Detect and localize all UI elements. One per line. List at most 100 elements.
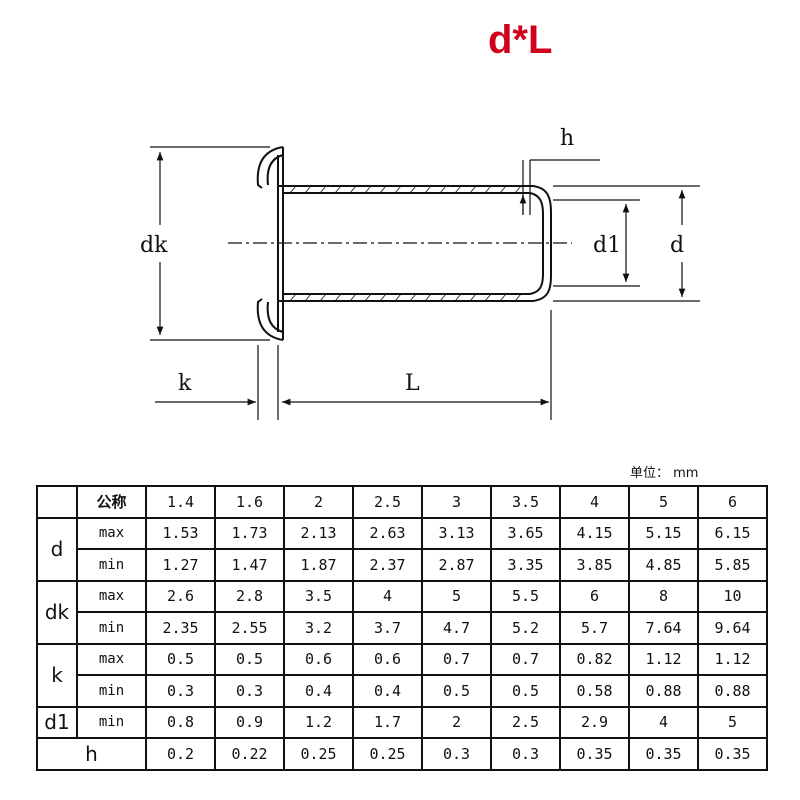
dk-dimension — [150, 146, 270, 341]
sub-label: max — [76, 516, 147, 550]
d1-label: d1 — [593, 233, 621, 258]
sub-label: min — [76, 674, 147, 708]
value-cell: 0.58 — [559, 674, 630, 708]
value-cell: 9.64 — [697, 611, 768, 645]
value-cell: 3.2 — [283, 611, 354, 645]
page-title: d*L — [488, 18, 553, 62]
sub-label: min — [76, 548, 147, 582]
value-cell: 0.5 — [145, 642, 216, 676]
value-cell: 1.53 — [145, 516, 216, 550]
param-label-d1: d1 — [36, 705, 78, 739]
value-cell: 0.3 — [421, 737, 492, 771]
value-cell: 0.6 — [283, 642, 354, 676]
param-label-dk: dk — [36, 579, 78, 645]
value-cell: 5 — [421, 579, 492, 613]
value-cell: 1.27 — [145, 548, 216, 582]
nominal-size-cell: 6 — [697, 485, 768, 519]
k-l-dimension — [155, 310, 552, 420]
rivet-technical-drawing: dk d1 d h k L — [140, 126, 700, 420]
value-cell: 0.7 — [490, 642, 561, 676]
value-cell: 0.7 — [421, 642, 492, 676]
d1-dimension — [553, 199, 640, 287]
value-cell: 0.88 — [628, 674, 699, 708]
value-cell: 2.37 — [352, 548, 423, 582]
d-label: d — [670, 233, 684, 258]
value-cell: 4 — [628, 705, 699, 739]
rivet-body — [256, 146, 552, 341]
L-label: L — [405, 371, 420, 396]
nominal-size-cell: 5 — [628, 485, 699, 519]
value-cell: 5.2 — [490, 611, 561, 645]
value-cell: 3.65 — [490, 516, 561, 550]
value-cell: 1.7 — [352, 705, 423, 739]
sub-label: min — [76, 611, 147, 645]
value-cell: 0.9 — [214, 705, 285, 739]
value-cell: 1.87 — [283, 548, 354, 582]
value-cell: 0.8 — [145, 705, 216, 739]
value-cell: 2.8 — [214, 579, 285, 613]
value-cell: 3.5 — [283, 579, 354, 613]
value-cell: 2 — [421, 705, 492, 739]
value-cell: 0.82 — [559, 642, 630, 676]
value-cell: 3.85 — [559, 548, 630, 582]
sub-label: max — [76, 579, 147, 613]
value-cell: 0.35 — [628, 737, 699, 771]
value-cell: 3.7 — [352, 611, 423, 645]
value-cell: 5.7 — [559, 611, 630, 645]
value-cell: 2.5 — [490, 705, 561, 739]
nominal-header: 公称 — [76, 485, 147, 519]
param-label-d: d — [36, 516, 78, 582]
value-cell: 0.22 — [214, 737, 285, 771]
value-cell: 0.4 — [352, 674, 423, 708]
value-cell: 0.6 — [352, 642, 423, 676]
nominal-size-cell: 3 — [421, 485, 492, 519]
value-cell: 0.25 — [283, 737, 354, 771]
value-cell: 6.15 — [697, 516, 768, 550]
value-cell: 2.87 — [421, 548, 492, 582]
value-cell: 4 — [352, 579, 423, 613]
value-cell: 8 — [628, 579, 699, 613]
wall-hatch — [289, 185, 522, 302]
value-cell: 3.13 — [421, 516, 492, 550]
nominal-size-cell: 1.4 — [145, 485, 216, 519]
value-cell: 5.15 — [628, 516, 699, 550]
nominal-size-cell: 4 — [559, 485, 630, 519]
sub-label: min — [76, 705, 147, 739]
value-cell: 0.3 — [490, 737, 561, 771]
value-cell: 1.12 — [697, 642, 768, 676]
value-cell: 0.5 — [421, 674, 492, 708]
h-dimension — [519, 159, 600, 215]
param-label-h: h — [36, 737, 147, 771]
value-cell: 5 — [697, 705, 768, 739]
nominal-size-cell: 2 — [283, 485, 354, 519]
nominal-size-cell: 3.5 — [490, 485, 561, 519]
value-cell: 0.4 — [283, 674, 354, 708]
value-cell: 4.15 — [559, 516, 630, 550]
value-cell: 2.9 — [559, 705, 630, 739]
value-cell: 7.64 — [628, 611, 699, 645]
dk-label: dk — [140, 233, 168, 258]
value-cell: 1.12 — [628, 642, 699, 676]
h-label: h — [560, 126, 574, 151]
value-cell: 1.47 — [214, 548, 285, 582]
value-cell: 4.7 — [421, 611, 492, 645]
k-label: k — [178, 371, 192, 396]
d-dimension — [553, 185, 700, 302]
value-cell: 3.35 — [490, 548, 561, 582]
value-cell: 5.5 — [490, 579, 561, 613]
nominal-size-cell: 1.6 — [214, 485, 285, 519]
value-cell: 0.25 — [352, 737, 423, 771]
value-cell: 6 — [559, 579, 630, 613]
value-cell: 1.73 — [214, 516, 285, 550]
value-cell: 2.55 — [214, 611, 285, 645]
